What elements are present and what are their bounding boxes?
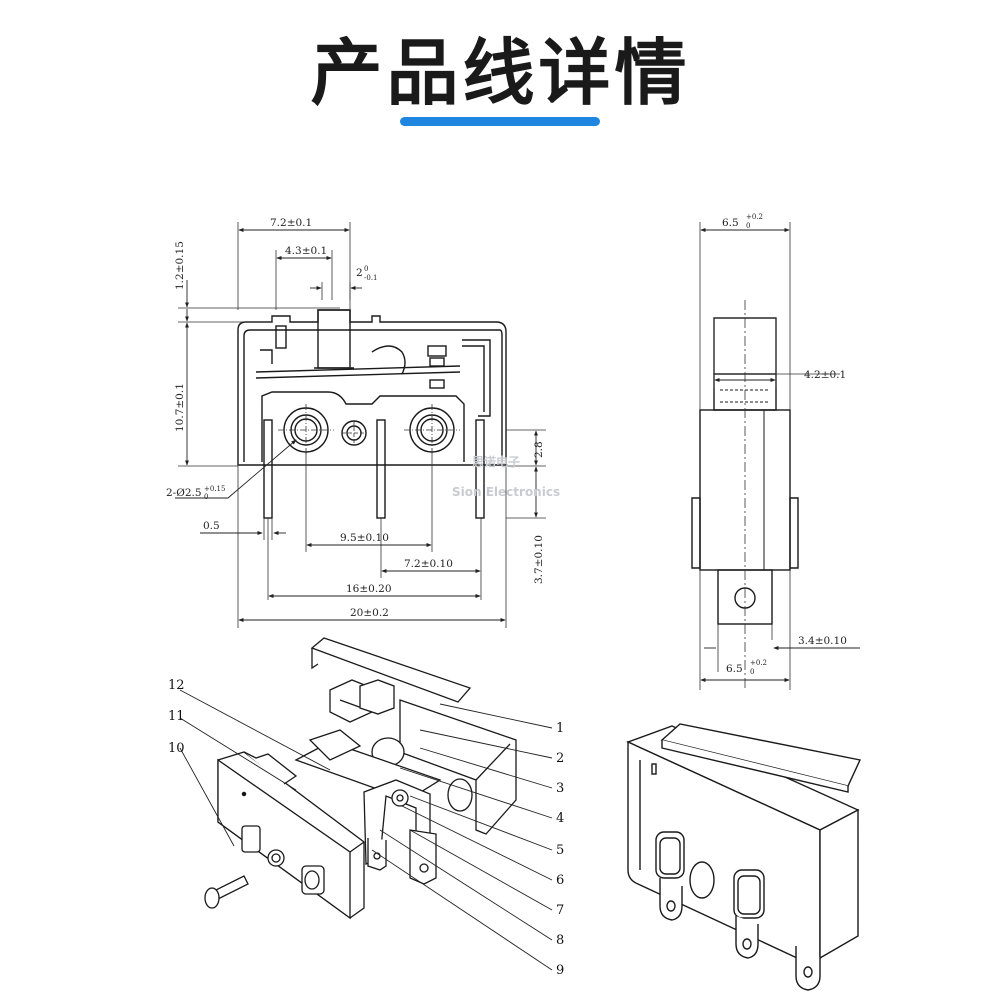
dim-hole-dia-sup: +0.15 xyxy=(204,485,225,493)
front-pin-left xyxy=(263,419,273,519)
side-dim-bottom-sup: +0.2 xyxy=(750,659,767,667)
dim-body-height: 10.7±0.1 xyxy=(174,383,186,432)
dim-top-gap: 1.2±0.15 xyxy=(174,241,186,290)
dim-top-width: 7.2±0.1 xyxy=(270,217,312,229)
front-spring-lever xyxy=(255,365,461,373)
callout-6: 6 xyxy=(556,873,564,888)
side-dim-top-sup: +0.2 xyxy=(746,213,763,221)
side-dim-top-sub: 0 xyxy=(746,222,750,230)
callout-1: 1 xyxy=(556,721,564,736)
front-actuator xyxy=(317,309,351,369)
dim-pin-length: 3.7±0.10 xyxy=(533,535,545,584)
dim-lever-width: 2 xyxy=(356,267,363,279)
front-pin-center xyxy=(376,419,386,519)
dim-lever-width-sup: 0 xyxy=(364,265,368,273)
assembled-view xyxy=(626,723,862,991)
callout-7: 7 xyxy=(556,903,564,918)
side-dim-bottom: 6.5 xyxy=(726,663,743,675)
exploded-view xyxy=(204,637,517,920)
dim-hole-pitch: 9.5±0.10 xyxy=(340,532,389,544)
front-pin-right xyxy=(475,419,485,519)
watermark-cn: 思诺电子 xyxy=(472,454,520,469)
dim-lever-offset: 4.3±0.1 xyxy=(285,245,327,257)
dim-hole-offset: 2.8 xyxy=(533,441,545,458)
dim-pin-width: 0.5 xyxy=(203,520,220,532)
title-underline xyxy=(400,117,600,126)
side-dim-terminal: 3.4±0.10 xyxy=(798,635,847,647)
callout-8: 8 xyxy=(556,933,564,948)
callout-5: 5 xyxy=(556,843,564,858)
callout-12: 12 xyxy=(168,678,185,693)
dim-lever-width-sub: -0.1 xyxy=(364,274,378,282)
side-dim-top: 6.5 xyxy=(722,217,739,229)
front-body-outline xyxy=(237,309,507,466)
callout-11: 11 xyxy=(168,709,185,724)
callout-9: 9 xyxy=(556,963,564,978)
side-dim-bottom-sub: 0 xyxy=(750,668,754,676)
page-title: 产品线详情 xyxy=(310,31,691,115)
callout-2: 2 xyxy=(556,751,564,766)
watermark-en: Sion Electronics xyxy=(452,485,560,499)
callout-10: 10 xyxy=(168,741,185,756)
dim-pin-pitch-right: 7.2±0.10 xyxy=(404,558,453,570)
assembled-center-hole xyxy=(689,861,715,899)
dim-total-width: 20±0.2 xyxy=(350,607,389,619)
side-dim-actuator: 4.2±0.1 xyxy=(804,369,846,381)
dim-hole-dia: 2-Ø2.5 xyxy=(166,487,202,499)
callout-4: 4 xyxy=(556,811,564,826)
dim-hole-dia-sub: 0 xyxy=(204,493,208,501)
exploded-lever xyxy=(310,637,472,703)
dim-pin-span: 16±0.20 xyxy=(346,583,392,595)
callout-3: 3 xyxy=(556,781,564,796)
